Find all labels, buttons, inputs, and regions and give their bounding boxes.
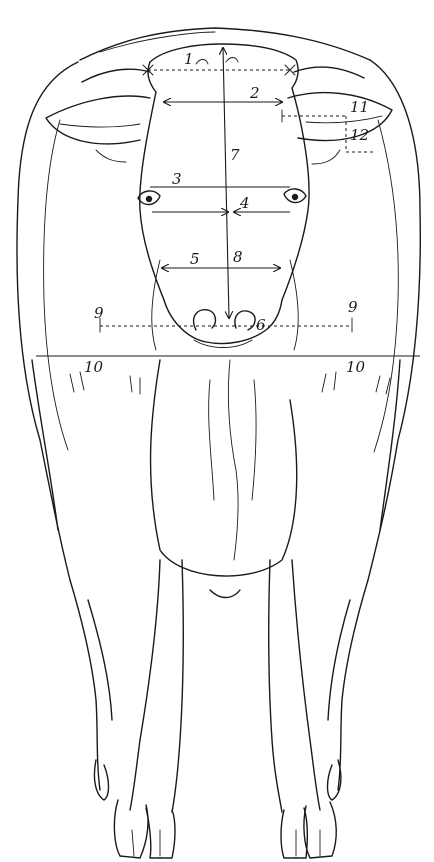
label-9-right: 9 [348, 298, 358, 316]
label-5: 5 [190, 250, 200, 268]
label-7: 7 [230, 146, 240, 164]
ears-horns [46, 67, 392, 164]
chest-dewlap [151, 360, 297, 598]
label-8: 8 [233, 248, 243, 266]
label-1: 1 [184, 50, 194, 68]
legs [70, 560, 368, 858]
label-3: 3 [172, 170, 182, 188]
label-9-left: 9 [94, 304, 104, 322]
label-12: 12 [350, 126, 369, 144]
label-10-right: 10 [346, 358, 366, 376]
label-4: 4 [239, 194, 250, 212]
hair-tufts [70, 372, 390, 394]
label-11: 11 [350, 98, 369, 116]
label-10-left: 10 [84, 358, 104, 376]
label-6: 6 [256, 316, 266, 334]
label-2: 2 [249, 84, 260, 102]
